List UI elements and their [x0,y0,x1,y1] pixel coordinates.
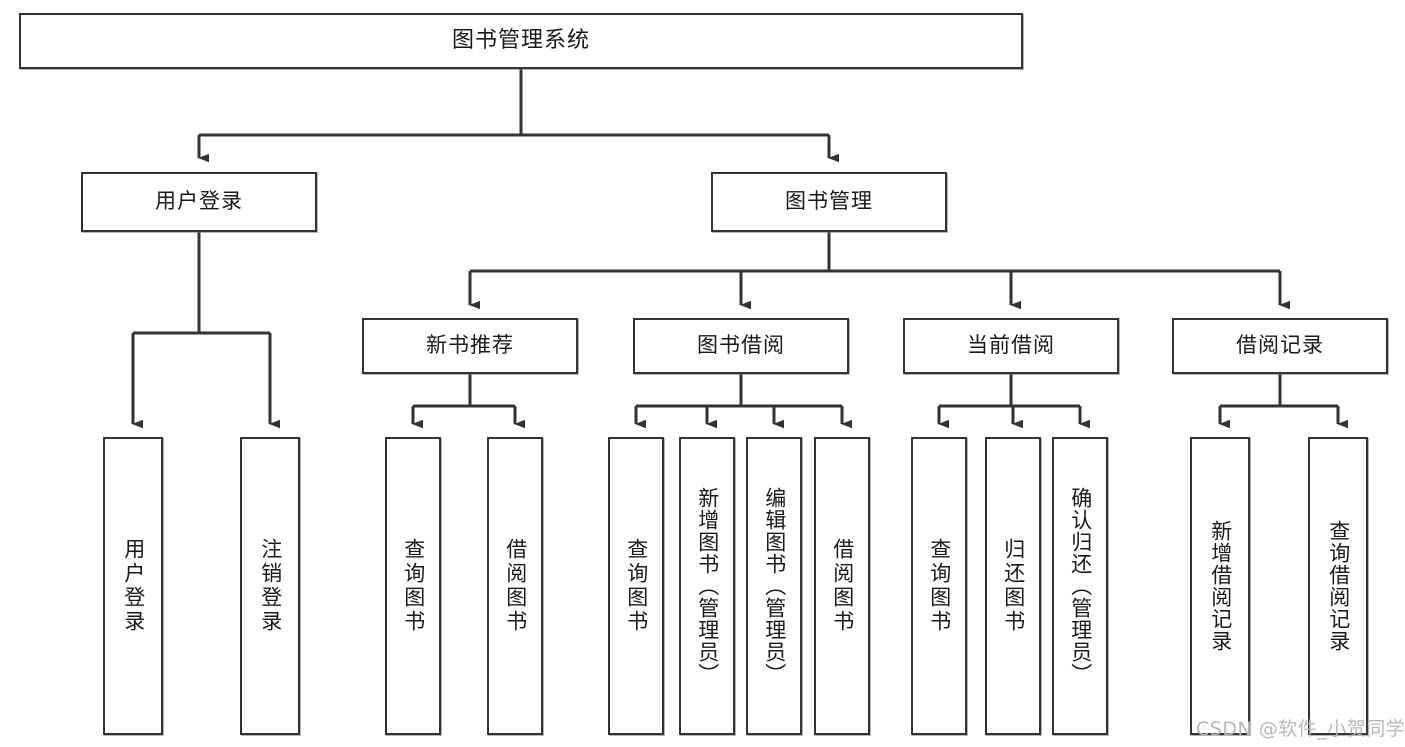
node-root[interactable]: 图书管理系统 [19,13,1023,69]
node-new-book-recommend-label: 新书推荐 [426,333,514,358]
node-borrow-record-label: 借阅记录 [1236,333,1324,358]
node-borrow-record[interactable]: 借阅记录 [1172,318,1388,374]
node-leaf-add-record[interactable]: 新增借阅记录 [1190,437,1250,735]
node-leaf-borrow-book-1[interactable]: 借阅图书 [487,437,543,735]
node-leaf-add-book-label: 新增图书（管理员） [695,487,720,685]
node-leaf-return-book-label: 归还图书 [1001,538,1026,634]
node-book-manage-label: 图书管理 [785,189,873,214]
node-new-book-recommend[interactable]: 新书推荐 [362,318,578,374]
node-leaf-borrow-book-2-label: 借阅图书 [830,538,855,634]
node-leaf-query-book-2-label: 查询图书 [624,538,649,634]
node-current-borrow[interactable]: 当前借阅 [903,318,1119,374]
node-leaf-confirm-return-label: 确认归还（管理员） [1068,487,1093,685]
node-leaf-logout[interactable]: 注销登录 [240,437,300,735]
node-leaf-query-book-3[interactable]: 查询图书 [911,437,967,735]
node-leaf-user-login-label: 用户登录 [121,538,146,634]
node-leaf-query-record-label: 查询借阅记录 [1326,520,1351,652]
node-current-borrow-label: 当前借阅 [967,333,1055,358]
node-book-borrow[interactable]: 图书借阅 [633,318,849,374]
node-user-login-label: 用户登录 [155,189,243,214]
node-book-borrow-label: 图书借阅 [697,333,785,358]
node-leaf-return-book[interactable]: 归还图书 [985,437,1041,735]
node-leaf-query-book-1[interactable]: 查询图书 [385,437,441,735]
node-leaf-borrow-book-2[interactable]: 借阅图书 [814,437,870,735]
node-leaf-user-login[interactable]: 用户登录 [103,437,163,735]
node-root-label: 图书管理系统 [451,27,590,53]
node-leaf-edit-book[interactable]: 编辑图书（管理员） [746,437,802,735]
node-leaf-logout-label: 注销登录 [258,538,283,634]
node-leaf-query-book-3-label: 查询图书 [927,538,952,634]
node-leaf-edit-book-label: 编辑图书（管理员） [762,487,787,685]
node-leaf-query-book-2[interactable]: 查询图书 [608,437,664,735]
node-leaf-add-book[interactable]: 新增图书（管理员） [679,437,735,735]
node-user-login[interactable]: 用户登录 [81,172,317,232]
node-leaf-confirm-return[interactable]: 确认归还（管理员） [1052,437,1108,735]
node-leaf-add-record-label: 新增借阅记录 [1208,520,1233,652]
node-leaf-query-book-1-label: 查询图书 [401,538,426,634]
node-leaf-borrow-book-1-label: 借阅图书 [503,538,528,634]
node-leaf-query-record[interactable]: 查询借阅记录 [1308,437,1368,735]
csdn-watermark: CSDN @软件_小贺同学 [1196,718,1405,740]
node-book-manage[interactable]: 图书管理 [711,172,947,232]
